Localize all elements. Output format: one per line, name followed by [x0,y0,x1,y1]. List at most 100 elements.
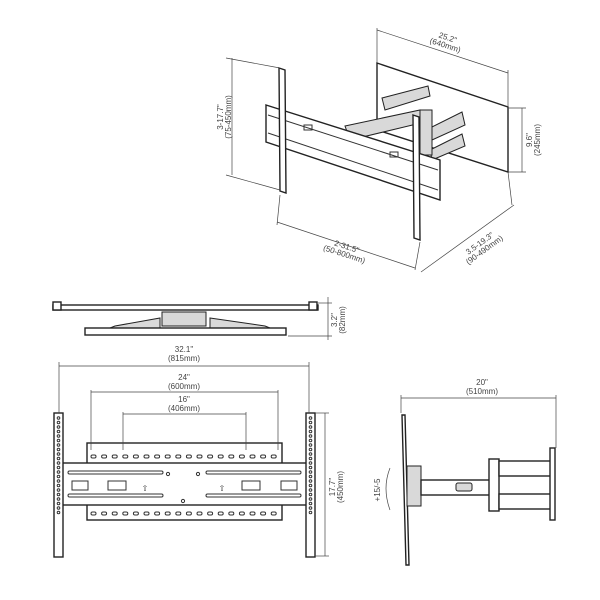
rail-hole [308,429,313,434]
front-tv-plate [61,462,309,506]
plate-slot [205,493,302,498]
plate-bolt-hole [195,471,201,477]
mount-hole [90,511,97,516]
rail-hole [308,438,313,443]
rail-hole [56,434,61,438]
mount-hole [154,454,161,459]
rail-hole [308,501,313,506]
rail-hole [56,461,61,465]
front-rail-height-mm: (450mm) [336,471,345,503]
mount-hole [196,511,203,516]
rail-hole [56,416,61,420]
front-dim-overall: 32.1" (815mm) [58,345,310,413]
top-view: 3.2" (82mm) [52,297,347,340]
iso-arm-joint [419,109,433,156]
iso-dim-vesa-height: 3-17.7" (75-450mm) [216,57,281,191]
rail-hole [56,420,61,425]
rail-hole [308,420,313,425]
rail-hole [56,497,61,501]
side-tilt-bracket [406,465,422,507]
plate-bolt-hole [165,471,171,477]
mount-hole [238,511,245,516]
top-arm-left [109,317,161,329]
mount-hole [90,454,97,459]
front-16-in: 16" [178,395,190,404]
top-depth-mm: (82mm) [338,306,347,334]
mount-hole [175,454,182,459]
mount-hole [207,454,214,459]
rail-hole [308,461,313,465]
rail-hole [56,465,61,470]
side-tv-rail [401,414,410,566]
rail-hole [308,497,313,501]
rail-hole [56,452,61,456]
mount-hole [154,511,161,516]
side-extension-mm: (510mm) [466,387,498,396]
front-overall-in: 32.1" [175,345,194,354]
rail-hole [56,443,61,447]
mount-hole [228,454,235,459]
rail-hole [308,425,313,429]
front-view: ⇧ ⇧ 32.1" (815mm) 24" (600mm) 16" (406mm… [53,345,345,558]
plate-window [107,480,127,491]
mount-hole [249,454,256,459]
mount-hole [164,511,171,516]
front-rail-left [53,412,64,558]
top-rail-end [52,301,62,311]
mount-hole [196,454,203,459]
plate-window [71,480,89,491]
rail-hole [56,438,61,443]
top-rail-end [308,301,318,311]
iso-plate-window [303,124,313,131]
top-wall-plate [84,327,287,336]
side-arm-lower [498,493,552,510]
iso-rail-left [278,67,287,194]
rail-hole [56,479,61,483]
rail-hole [56,447,61,452]
plate-bolt-hole [180,498,186,504]
front-16-mm: (406mm) [168,404,200,413]
iso-wall-height-mm: (245mm) [533,124,542,156]
top-rail-bar [52,304,319,311]
tilt-arc-icon [385,467,391,511]
rail-hole [308,506,313,510]
mount-hole [143,454,150,459]
mount-hole [132,454,139,459]
up-arrow-icon: ⇧ [142,484,149,493]
rail-hole [56,506,61,510]
mount-hole [111,511,118,516]
rail-hole [308,434,313,438]
plate-slot [67,470,164,475]
front-dim-24: 24" (600mm) [90,373,279,450]
iso-wall-height-in: 9.6" [525,133,534,147]
side-extension-in: 20" [476,378,488,387]
mount-hole [185,511,192,516]
plate-window [280,480,298,491]
iso-plate-slot-line [267,114,439,171]
front-rail-height-in: 17.7" [328,478,337,497]
front-24-in: 24" [178,373,190,382]
mount-hole [143,511,150,516]
iso-dim-wall-height: 9.6" (245mm) [508,107,542,173]
up-arrow-icon: ⇧ [219,484,226,493]
rail-holes [56,416,313,515]
rail-hole [308,510,313,515]
rail-hole [56,470,61,474]
side-tilt-label: +15/-5 [373,478,382,501]
mount-hole [270,454,277,459]
rail-hole [308,483,313,488]
rail-hole [308,470,313,474]
iso-dim-vesa-width: 2-31.5" (50-800mm) [276,194,421,271]
iso-arm-upper [381,85,431,111]
rail-hole [56,501,61,506]
mount-hole [207,511,214,516]
side-arm-upper [498,460,552,477]
mount-hole [260,454,267,459]
wall-plate-holes [90,454,277,516]
mount-hole [238,454,245,459]
rail-hole [308,488,313,492]
rail-hole [308,465,313,470]
rail-hole [56,483,61,488]
